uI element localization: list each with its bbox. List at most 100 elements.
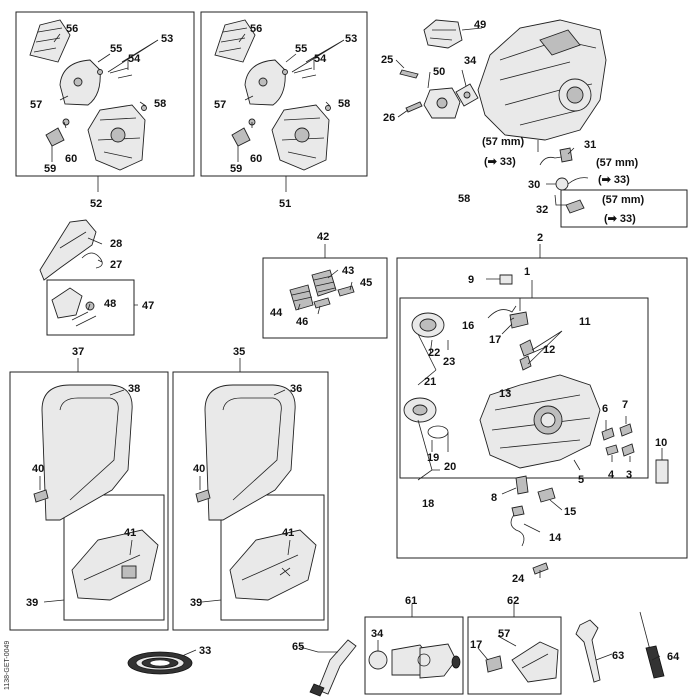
label-17b: 17	[470, 639, 482, 651]
label-53b: 53	[345, 33, 357, 45]
label-59b: 59	[230, 163, 242, 175]
screwdriver-part-64	[639, 611, 665, 679]
box-39b	[220, 494, 325, 621]
label-5: 5	[578, 474, 584, 486]
label-32: 32	[536, 204, 548, 216]
bracket-part-47	[51, 287, 97, 327]
note-mm3: (57 mm)	[602, 194, 645, 206]
label-45: 45	[360, 277, 372, 289]
label-57c: 57	[498, 628, 510, 640]
box-37	[9, 371, 169, 631]
label-6: 6	[602, 403, 608, 415]
label-20: 20	[444, 461, 456, 473]
label-57: 57	[30, 99, 42, 111]
filter-part-30	[555, 177, 589, 191]
repair-kit-62	[485, 641, 559, 683]
label-3: 3	[626, 469, 632, 481]
label-55b: 55	[295, 43, 307, 55]
box-51	[200, 11, 368, 177]
label-34b: 34	[371, 628, 384, 640]
handguard-part-39	[71, 529, 159, 601]
label-4: 4	[608, 469, 615, 481]
label-58b: 58	[338, 98, 350, 110]
label-11: 11	[579, 316, 591, 328]
fitting-part-32	[565, 199, 585, 214]
box-32-note	[560, 189, 688, 228]
label-58: 58	[154, 98, 166, 110]
gasket-part-34	[455, 83, 479, 107]
seal-part-17	[509, 311, 529, 329]
label-54b: 54	[314, 53, 327, 65]
box-52	[15, 11, 195, 177]
small-parts-52	[45, 67, 147, 147]
carburetor-part-49	[423, 19, 463, 49]
box-47	[46, 279, 135, 336]
filter-cover-part-57	[59, 59, 101, 106]
label-23: 23	[443, 356, 455, 368]
label-38: 38	[128, 383, 140, 395]
label-28: 28	[110, 238, 122, 250]
label-48: 48	[104, 298, 116, 310]
pin-part-10	[655, 459, 669, 484]
label-54: 54	[128, 53, 141, 65]
label-1: 1	[524, 266, 530, 278]
screw-part-26	[405, 101, 423, 113]
label-39: 39	[26, 597, 38, 609]
note-ref1: (➡ 33)	[484, 156, 516, 168]
label-14: 14	[549, 532, 562, 544]
box-35	[172, 371, 329, 631]
label-7: 7	[622, 399, 628, 411]
label-16: 16	[462, 320, 474, 332]
note-mm2: (57 mm)	[596, 157, 639, 169]
screw-part-46	[313, 297, 331, 309]
filter-cover-part-57b	[244, 59, 286, 106]
gasket-set-61	[368, 643, 461, 679]
note-ref2: (➡ 33)	[598, 174, 630, 186]
label-50: 50	[433, 66, 445, 78]
spring-part-44	[289, 284, 314, 311]
label-53: 53	[161, 33, 173, 45]
shroud-part-56	[29, 19, 71, 63]
screw-part-40b	[195, 489, 211, 503]
box-39	[63, 494, 165, 621]
label-63: 63	[612, 650, 624, 662]
label-47: 47	[142, 300, 154, 312]
label-56b: 56	[250, 23, 262, 35]
carburetor-part-50	[423, 87, 461, 119]
plug-part-9	[499, 274, 513, 285]
box-61	[364, 616, 464, 695]
label-33: 33	[199, 645, 211, 657]
label-24: 24	[512, 573, 525, 585]
label-15: 15	[564, 506, 576, 518]
label-30: 30	[528, 179, 540, 191]
label-17: 17	[489, 334, 501, 346]
label-57b: 57	[214, 99, 226, 111]
carburetor-body-part-51	[271, 104, 330, 171]
screw-part-24	[532, 562, 549, 575]
label-19: 19	[427, 452, 439, 464]
label-37: 37	[72, 346, 84, 358]
handguard-part-39b	[229, 529, 317, 601]
spring-part-43	[311, 269, 337, 297]
flywheel-part-19	[403, 397, 449, 439]
label-35: 35	[233, 346, 245, 358]
screw-part-45	[337, 285, 355, 297]
label-40: 40	[32, 463, 44, 475]
label-31: 31	[584, 139, 596, 151]
screw-part-40	[33, 489, 49, 503]
shroud-part-56b	[214, 19, 256, 63]
screw-part-25	[399, 69, 419, 79]
label-36: 36	[290, 383, 302, 395]
side-code: 1138-GET-0049	[4, 641, 11, 690]
label-27: 27	[110, 259, 122, 271]
label-46: 46	[296, 316, 308, 328]
label-59: 59	[44, 163, 56, 175]
label-61: 61	[405, 595, 417, 607]
label-39b: 39	[190, 597, 202, 609]
hose-part-31	[539, 147, 573, 166]
label-12: 12	[543, 344, 555, 356]
label-25: 25	[381, 54, 393, 66]
studs-3-7	[601, 423, 635, 457]
label-52: 52	[90, 198, 102, 210]
label-9: 9	[468, 274, 474, 286]
